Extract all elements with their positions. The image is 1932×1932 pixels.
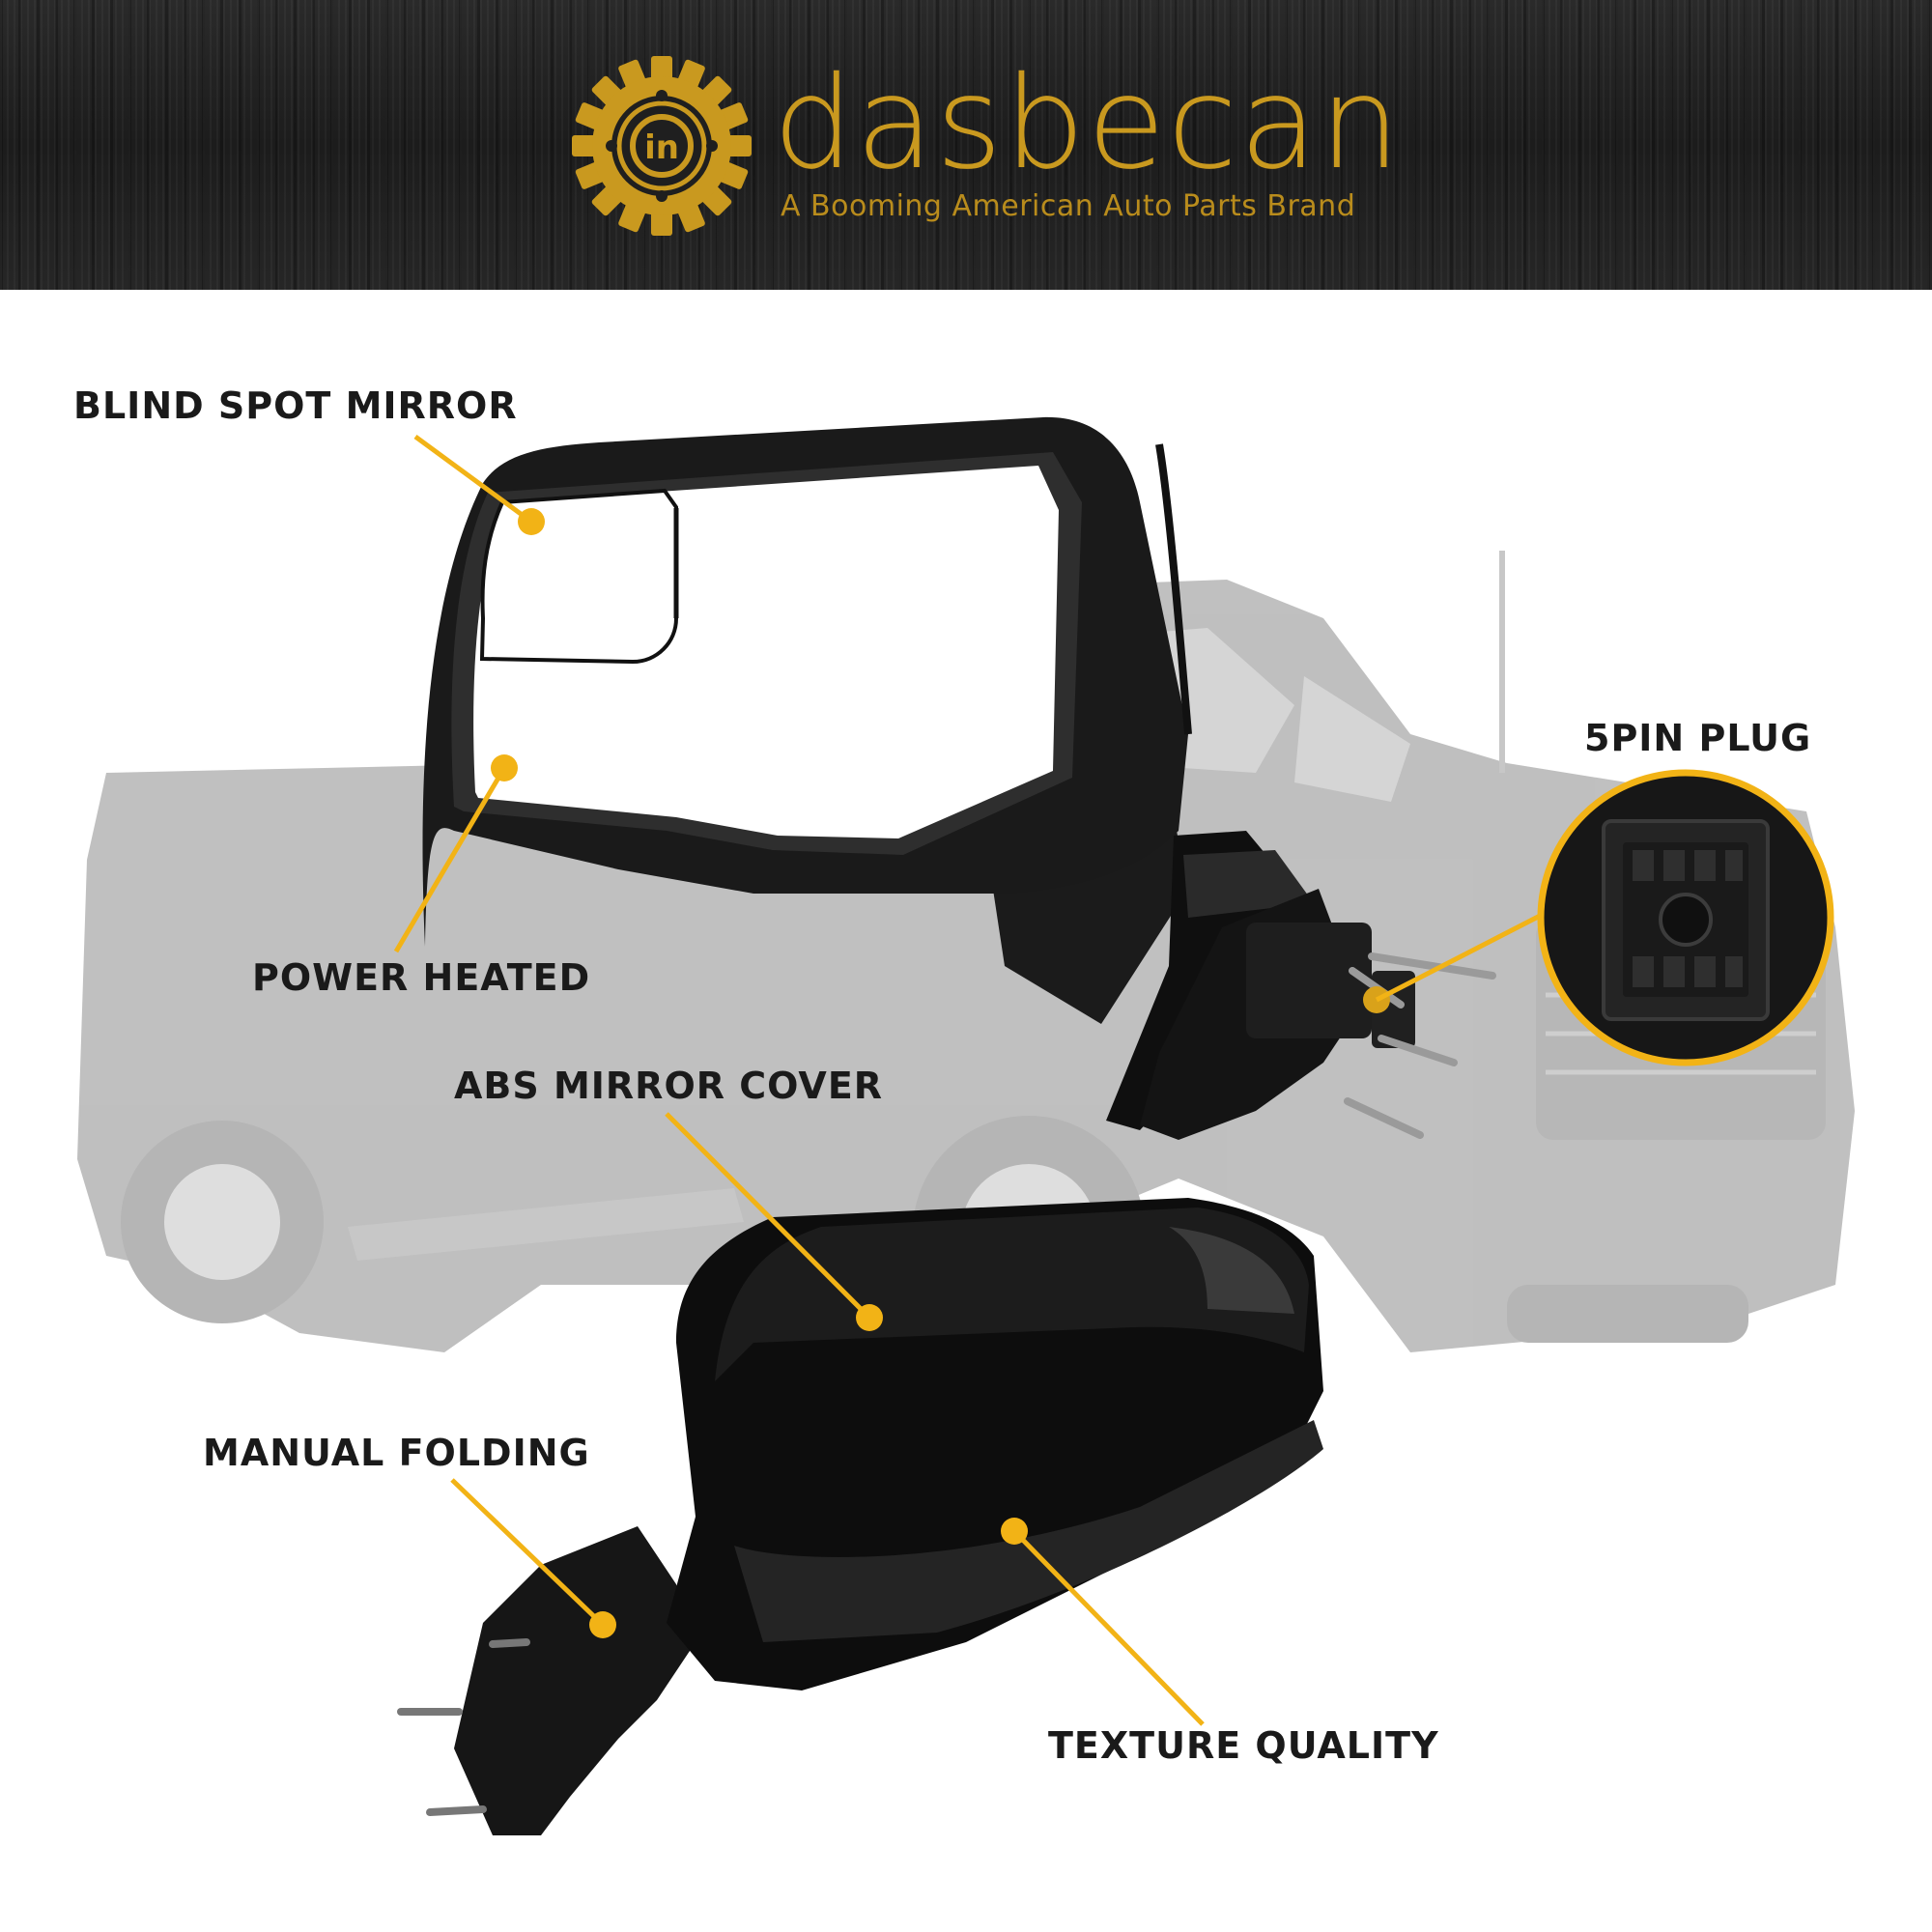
mirror-mount	[1140, 889, 1496, 1140]
callout-dot-texture	[1001, 1518, 1028, 1545]
gear-logo-icon: in	[572, 56, 752, 236]
callout-dot-power-heated	[491, 754, 518, 781]
callout-dot-abs-cover	[856, 1304, 883, 1331]
callout-label-manual-folding: MANUAL FOLDING	[203, 1432, 590, 1474]
brand-name: dasbecan	[773, 49, 1403, 198]
callout-label-power-heated: POWER HEATED	[252, 956, 591, 999]
callout-dot-blind-spot	[518, 508, 545, 535]
callout-label-blind-spot-mirror: BLIND SPOT MIRROR	[73, 384, 518, 427]
callout-dot-manual-folding	[589, 1611, 616, 1638]
callout-leader-lines	[393, 434, 1548, 1726]
mirror-cover	[397, 1198, 1323, 1835]
callout-label-texture-quality: TEXTURE QUALITY	[1048, 1724, 1439, 1767]
plug-zoom-inset	[1537, 769, 1834, 1066]
callout-label-abs-mirror-cover: ABS MIRROR COVER	[454, 1065, 884, 1107]
brand-header: in dasbecan A Booming American Auto Part…	[0, 0, 1932, 290]
brand-tagline: A Booming American Auto Parts Brand	[781, 189, 1356, 223]
logo-monogram: in	[644, 128, 679, 167]
callout-label-5pin-plug: 5PIN PLUG	[1584, 717, 1812, 759]
product-scene	[77, 416, 1855, 1835]
mirror-glass-assembly	[422, 416, 1314, 1130]
